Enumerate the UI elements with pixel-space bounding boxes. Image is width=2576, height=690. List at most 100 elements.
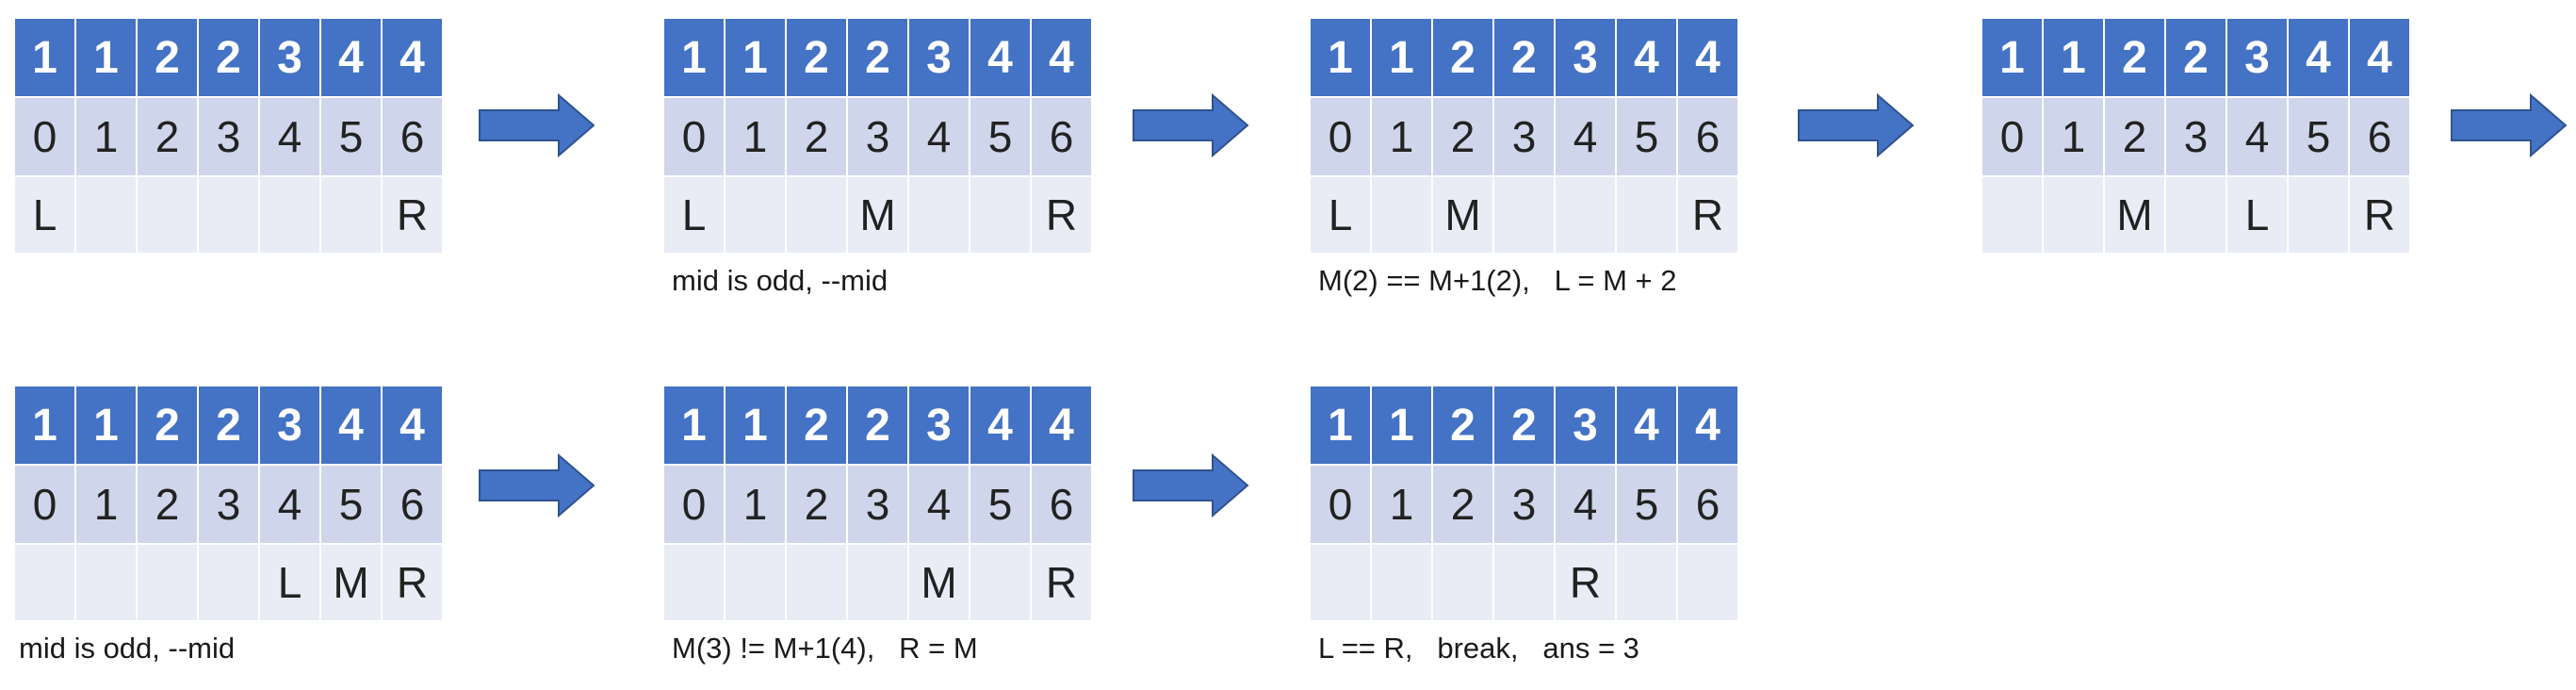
- pointer-cell: L: [664, 176, 726, 253]
- pointer-cell: [137, 176, 199, 253]
- value-cell: 4: [1031, 19, 1091, 98]
- value-cell: 1: [725, 19, 787, 98]
- pointer-cell: M: [908, 544, 970, 620]
- index-cell: 6: [1677, 97, 1737, 177]
- value-cell: 2: [1432, 19, 1494, 98]
- right-arrow-icon: [1798, 92, 1915, 158]
- pointer-cell: M: [2104, 176, 2166, 253]
- pointer-cell: R: [2349, 176, 2409, 253]
- index-cell: 4: [1555, 465, 1617, 545]
- index-cell: 1: [75, 97, 138, 177]
- value-cell: 1: [75, 386, 138, 466]
- value-cell: 4: [2349, 19, 2409, 98]
- index-cell: 1: [1371, 465, 1433, 545]
- value-cell: 2: [2104, 19, 2166, 98]
- index-cell: 2: [137, 97, 199, 177]
- index-cell: 1: [2043, 97, 2105, 177]
- index-cell: 5: [1616, 97, 1678, 177]
- value-cell: 4: [382, 386, 442, 466]
- index-cell: 5: [1616, 465, 1678, 545]
- pointer-cell: [1616, 544, 1678, 620]
- index-cell: 6: [382, 465, 442, 545]
- value-cell: 3: [259, 386, 321, 466]
- index-cell: 0: [15, 97, 76, 177]
- value-cell: 4: [1677, 386, 1737, 466]
- index-cell: 6: [382, 97, 442, 177]
- value-cell: 2: [786, 19, 848, 98]
- pointer-cell: [320, 176, 383, 253]
- step-caption: mid is odd, --mid: [672, 264, 889, 297]
- index-cell: 0: [664, 97, 726, 177]
- value-cell: 4: [1616, 19, 1678, 98]
- pointer-cell: [75, 176, 138, 253]
- value-cell: 3: [259, 19, 321, 98]
- pointer-cell: R: [382, 176, 442, 253]
- value-cell: 4: [970, 386, 1032, 466]
- pointer-cell: L: [15, 176, 76, 253]
- value-cell: 2: [2165, 19, 2227, 98]
- right-arrow-icon: [2451, 92, 2568, 158]
- pointer-cell: [908, 176, 970, 253]
- pointer-cell: [1311, 544, 1372, 620]
- index-cell: 0: [664, 465, 726, 545]
- pointer-cell: [198, 544, 260, 620]
- pointer-cell: [847, 544, 909, 620]
- pointer-cell: [1371, 176, 1433, 253]
- value-cell: 1: [664, 19, 726, 98]
- index-cell: 2: [1432, 465, 1494, 545]
- value-cell: 1: [15, 386, 76, 466]
- value-cell: 4: [1616, 386, 1678, 466]
- pointer-cell: R: [382, 544, 442, 620]
- value-cell: 1: [664, 386, 726, 466]
- value-cell: 1: [725, 386, 787, 466]
- value-cell: 1: [15, 19, 76, 98]
- index-cell: 2: [2104, 97, 2166, 177]
- index-cell: 4: [259, 97, 321, 177]
- pointer-cell: [137, 544, 199, 620]
- value-cell: 1: [1371, 386, 1433, 466]
- index-cell: 2: [1432, 97, 1494, 177]
- pointer-cell: [1677, 544, 1737, 620]
- step-caption: M(3) != M+1(4), R = M: [672, 632, 978, 665]
- value-cell: 3: [908, 386, 970, 466]
- value-cell: 4: [1031, 386, 1091, 466]
- pointer-cell: [1555, 176, 1617, 253]
- pointer-cell: L: [1311, 176, 1372, 253]
- index-cell: 1: [1371, 97, 1433, 177]
- pointer-row: R: [1311, 544, 1737, 620]
- value-cell: 3: [1555, 386, 1617, 466]
- value-cell: 2: [1432, 386, 1494, 466]
- value-cell: 3: [2226, 19, 2289, 98]
- right-arrow-icon: [1133, 92, 1249, 158]
- index-cell: 5: [970, 97, 1032, 177]
- index-cell: 0: [15, 465, 76, 545]
- index-cell: 4: [2226, 97, 2289, 177]
- index-cell: 5: [2288, 97, 2350, 177]
- step-caption: mid is odd, --mid: [19, 632, 236, 665]
- value-cell: 4: [1677, 19, 1737, 98]
- index-cell: 1: [725, 97, 787, 177]
- pointer-cell: R: [1031, 544, 1091, 620]
- value-cell: 2: [198, 19, 260, 98]
- pointer-cell: [1493, 176, 1556, 253]
- index-cell: 4: [1555, 97, 1617, 177]
- index-cell: 1: [725, 465, 787, 545]
- value-cell: 2: [137, 19, 199, 98]
